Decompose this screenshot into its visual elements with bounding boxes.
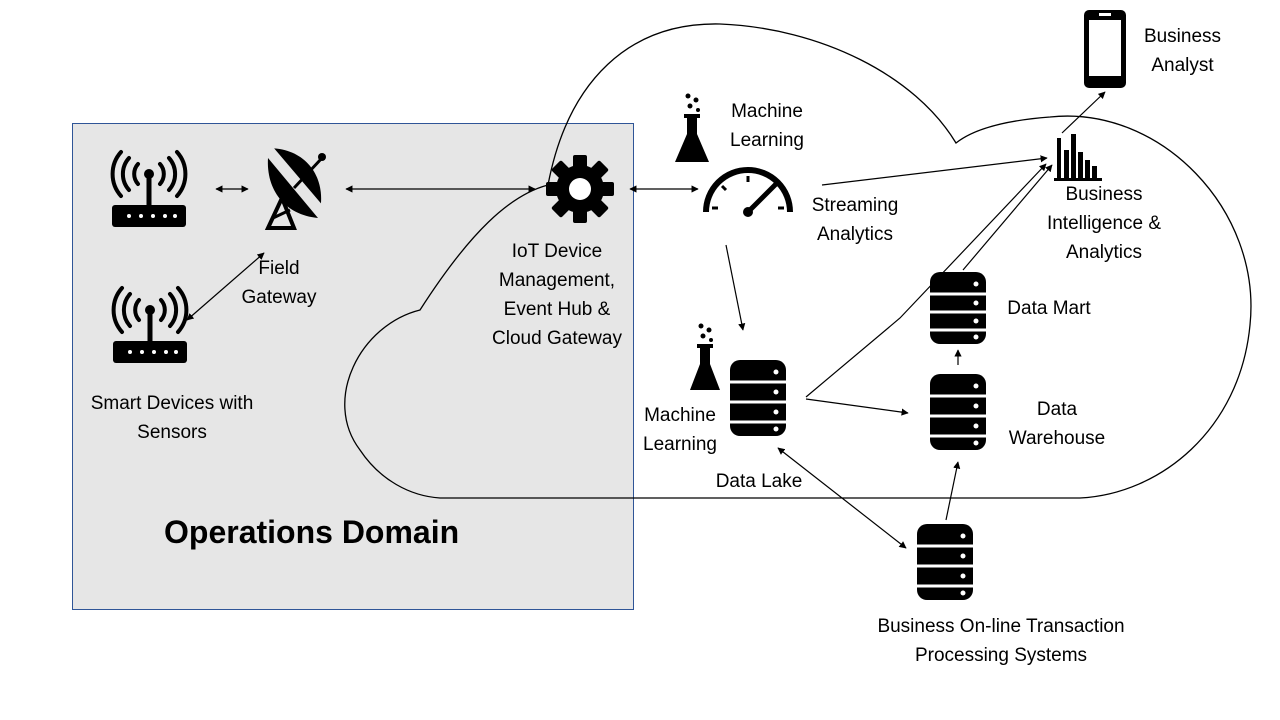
arrow-datamart-bi (962, 164, 1053, 271)
database-icon-oltp (917, 524, 973, 600)
label-streaming-analytics: Streaming Analytics (811, 195, 899, 245)
label-business-intelligence: Business Intelligence & Analytics (1046, 184, 1162, 263)
router-icon (111, 286, 189, 363)
bar-chart-icon (1054, 134, 1102, 181)
label-oltp-systems: Business On-line Transaction Processing … (877, 616, 1125, 666)
arrow-device2-gateway (186, 252, 265, 321)
label-data-mart: Data Mart (1007, 298, 1091, 319)
label-machine-learning-bottom: Machine Learning (643, 405, 717, 455)
label-iot-device-management: IoT Device Management, Event Hub & Cloud… (492, 241, 622, 349)
arrow-datalake-bi (805, 163, 1047, 398)
arrow-datalake-warehouse (805, 398, 909, 416)
flask-icon (690, 323, 720, 390)
connectors (186, 91, 1106, 549)
label-data-warehouse: Data Warehouse (1008, 399, 1106, 449)
database-icon-data-warehouse (930, 374, 986, 450)
arrow-bi-analyst (1061, 91, 1106, 134)
satellite-dish-icon (264, 148, 326, 230)
router-icon (110, 150, 188, 227)
gear-icon (546, 155, 614, 223)
label-data-lake: Data Lake (715, 471, 803, 492)
database-icon-data-mart (930, 272, 986, 344)
arrow-streaming-bi (821, 155, 1048, 186)
label-field-gateway: Field Gateway (241, 258, 317, 308)
operations-domain-title: Operations Domain (164, 514, 460, 550)
label-smart-devices: Smart Devices with Sensors (90, 393, 254, 443)
cloud-outline (344, 23, 1252, 499)
flask-icon (675, 93, 709, 162)
database-icon-data-lake (730, 360, 786, 436)
arrow-datalake-oltp (777, 447, 907, 549)
arrow-oltp-warehouse (945, 461, 961, 521)
smartphone-icon (1084, 10, 1126, 88)
label-machine-learning-top: Machine Learning (730, 101, 804, 151)
gauge-icon (703, 167, 793, 217)
label-business-analyst: Business Analyst (1143, 26, 1222, 76)
arrow-streaming-datalake (725, 244, 746, 331)
